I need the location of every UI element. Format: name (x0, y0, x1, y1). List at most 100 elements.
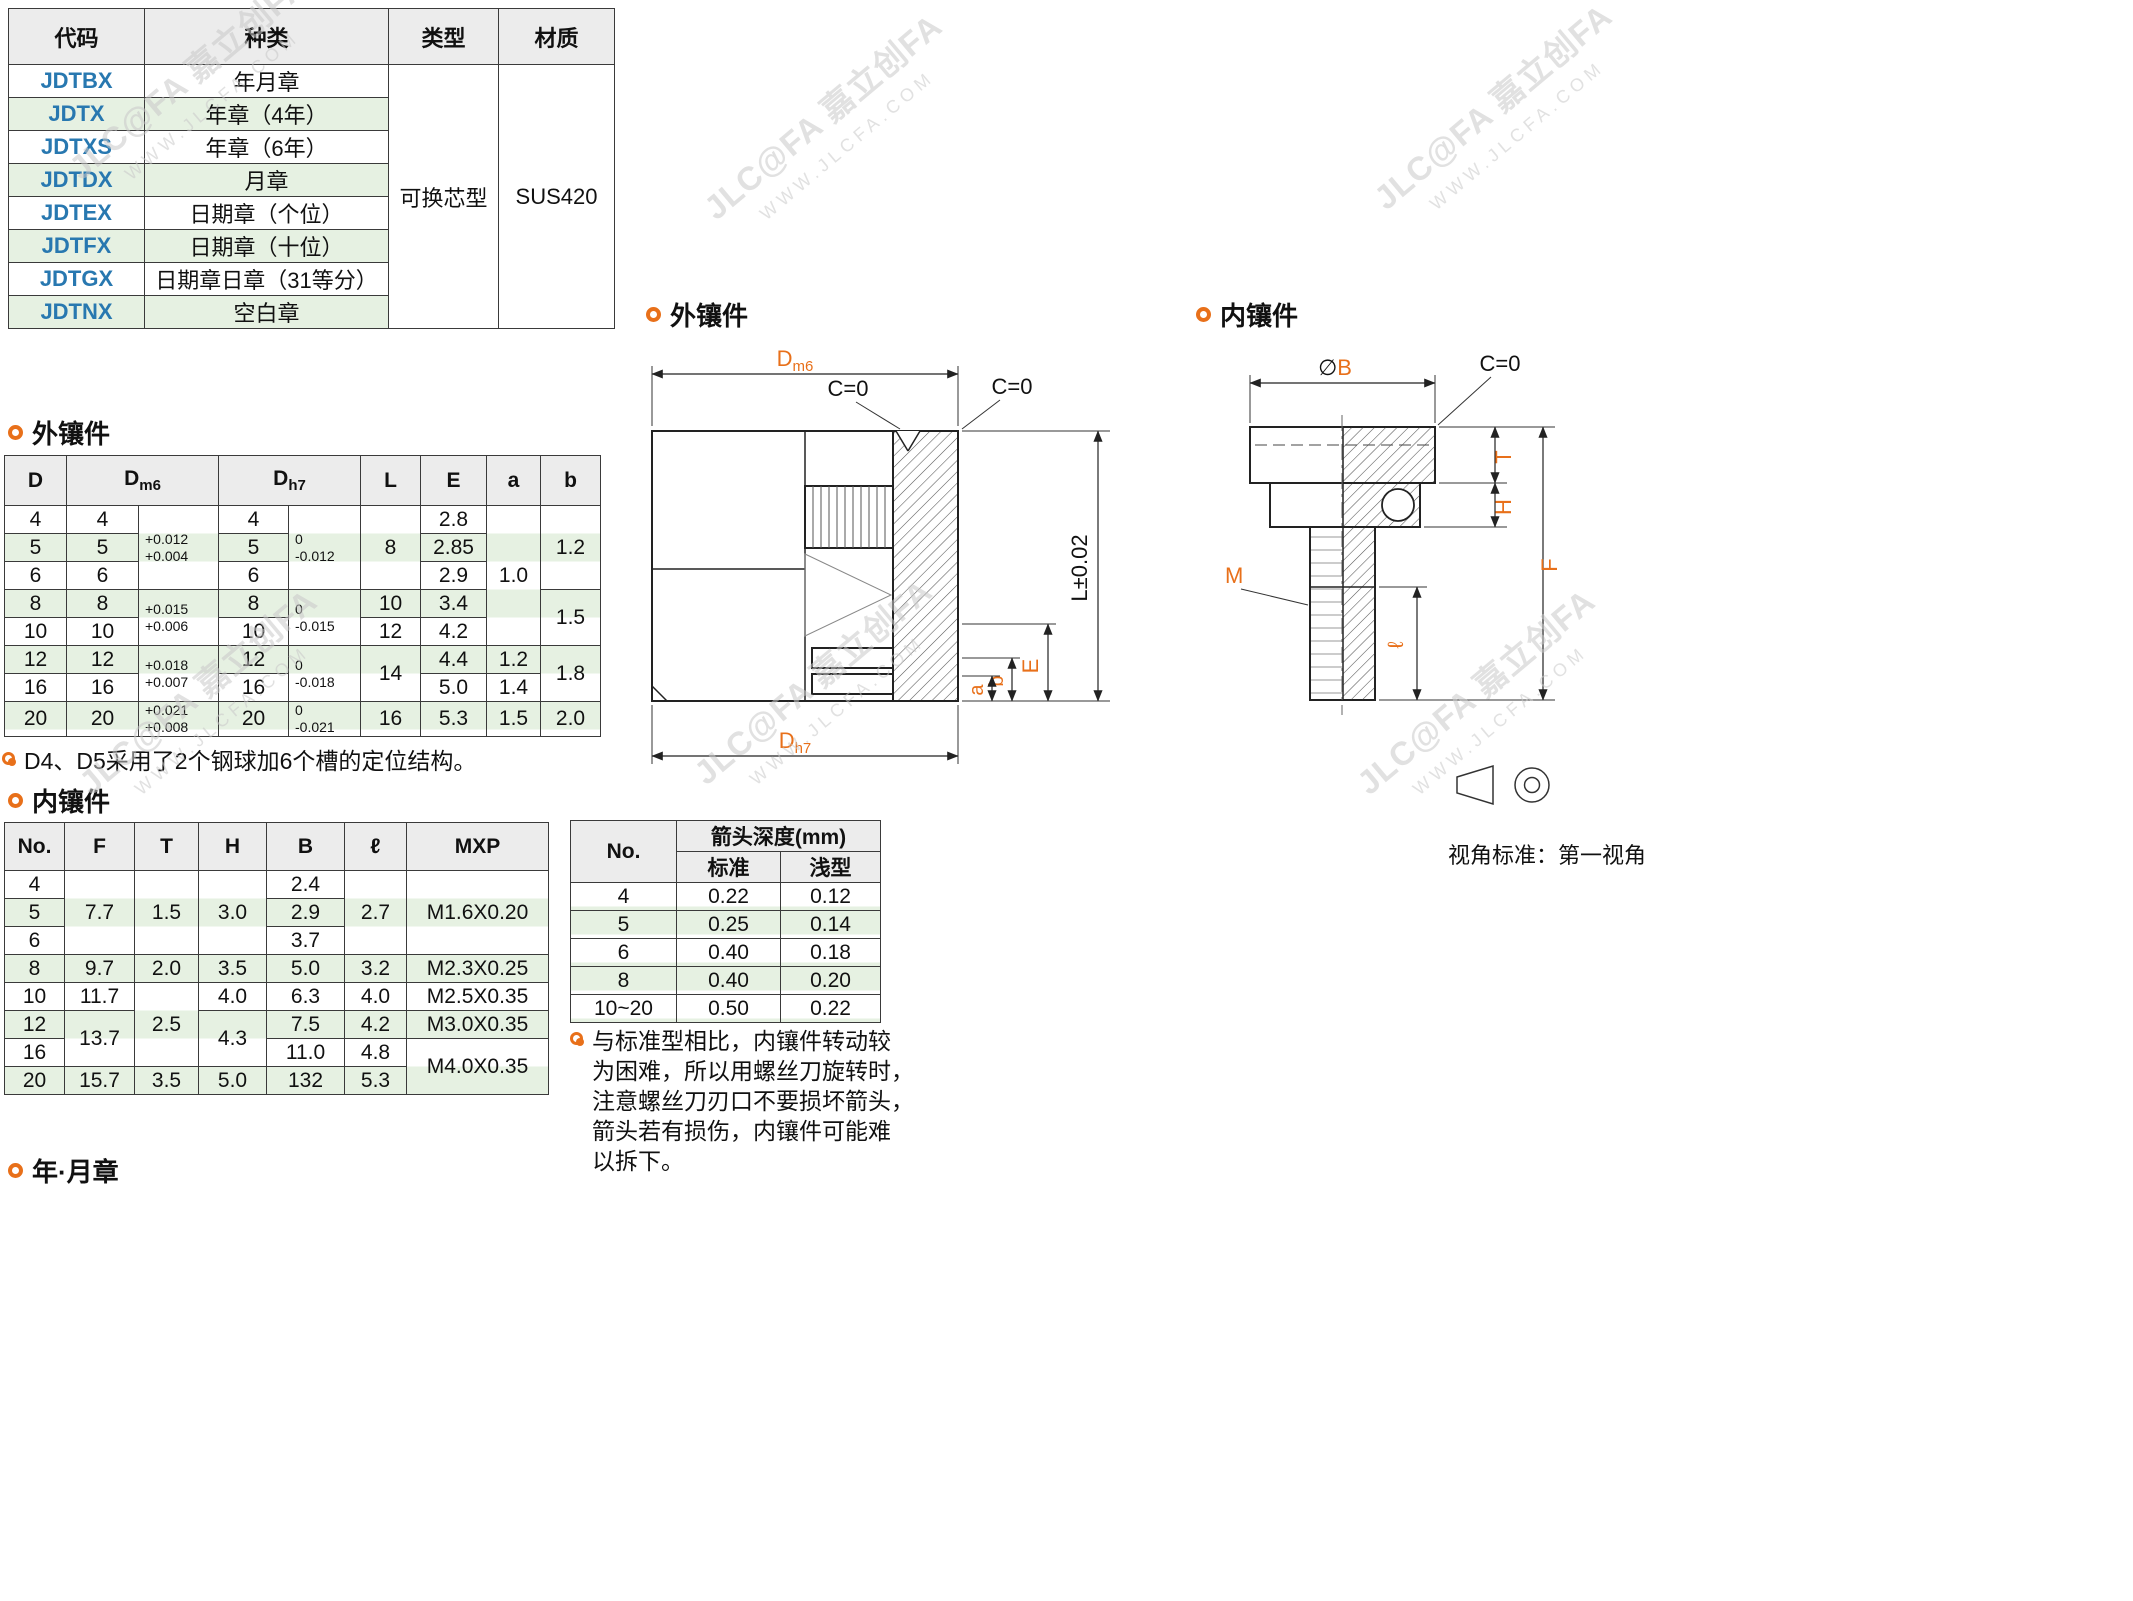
cell: 0.50 (676, 994, 781, 1023)
cell: 16 (218, 673, 289, 702)
cell: 8 (4, 589, 67, 618)
col-header-shallow: 浅型 (780, 851, 881, 883)
cell: 20 (4, 701, 67, 737)
cell: 3.5 (134, 1066, 199, 1095)
cell: 4.4 (420, 645, 487, 674)
drawing-title: 内镶件 (1220, 301, 1299, 331)
cell: 11.0 (266, 1038, 345, 1067)
svg-text:Dh7: Dh7 (779, 728, 812, 757)
cell: 5.0 (198, 1066, 267, 1095)
cell: 132 (266, 1066, 345, 1095)
svg-text:b: b (986, 675, 1008, 686)
ball-detent (1381, 488, 1415, 522)
col-header-F: F (64, 822, 135, 871)
col-header-a: a (486, 455, 541, 506)
col-header-code: 代码 (8, 8, 145, 65)
cell: 12 (66, 645, 139, 674)
knurl-lines (812, 486, 886, 548)
cell: 3.2 (344, 954, 407, 983)
cell-kind: 年章（4年） (144, 97, 389, 131)
cell: 2.4 (266, 870, 345, 899)
cell: 16 (66, 673, 139, 702)
drawing-title: 外镶件 (670, 301, 749, 331)
cell-material: SUS420 (498, 64, 615, 329)
cell: 10 (66, 617, 139, 646)
cell: 0.25 (676, 910, 781, 939)
cell-kind: 日期章（个位） (144, 196, 389, 230)
cell: 8 (4, 954, 65, 983)
cell: 1.2 (486, 645, 541, 674)
cell: 1.0 (486, 505, 541, 646)
cell-kind: 日期章（十位） (144, 229, 389, 263)
svg-text:C=0: C=0 (1480, 351, 1521, 376)
cell: 16 (360, 701, 421, 737)
cell: 2.0 (540, 701, 601, 737)
cell: M3.0X0.35 (406, 1010, 549, 1039)
cell-code: JDTDX (8, 163, 145, 197)
svg-text:Dm6: Dm6 (777, 346, 814, 375)
cell: 4.8 (344, 1038, 407, 1067)
cell: M4.0X0.35 (406, 1038, 549, 1095)
cell: 10 (4, 982, 65, 1011)
outer-insert-drawing: Dm6 C=0 C=0 L±0.02 E (651, 346, 1110, 764)
inner-insert-drawing: ∅B C=0 M T H (1225, 351, 1562, 806)
header-row: No. F T H B ℓ MXP (4, 822, 549, 871)
cell-type: 可换芯型 (388, 64, 499, 329)
cell: M2.5X0.35 (406, 982, 549, 1011)
cell: 2.85 (420, 533, 487, 562)
note-bullet-icon (570, 1032, 584, 1046)
cell-tolerance: 0-0.012 (288, 505, 361, 590)
section-title: 外镶件 (32, 419, 111, 449)
first-angle-cone-icon (1456, 764, 1494, 806)
cell: 4.0 (344, 982, 407, 1011)
col-header-no: No. (4, 822, 65, 871)
svg-text:E: E (1018, 659, 1043, 674)
section-header-year-month: 年·月章 (8, 1152, 119, 1189)
cell-code: JDTEX (8, 196, 145, 230)
cell: 0.40 (676, 966, 781, 995)
section-title: 年·月章 (32, 1157, 119, 1187)
cell-kind: 空白章 (144, 295, 389, 329)
inner-note: 与标准型相比，内镶件转动较 为困难，所以用螺丝刀旋转时， 注意螺丝刀刃口不要损坏… (570, 1026, 930, 1176)
svg-text:F: F (1537, 558, 1562, 571)
cell: 8 (66, 589, 139, 618)
note-text: 与标准型相比，内镶件转动较 为困难，所以用螺丝刀旋转时， 注意螺丝刀刃口不要损坏… (592, 1028, 914, 1174)
cell: 16 (4, 1038, 65, 1067)
svg-text:C=0: C=0 (828, 376, 869, 401)
view-standard-note: 视角标准：第一视角 (1448, 843, 1647, 868)
cell-kind: 日期章日章（31等分） (144, 262, 389, 296)
section-bullet-icon (646, 307, 661, 322)
cell: 8 (218, 589, 289, 618)
cell: 13.7 (64, 1010, 135, 1067)
cell: M2.3X0.25 (406, 954, 549, 983)
col-header-Dh7: Dh7 (218, 455, 361, 506)
cell-tolerance: +0.012+0.004 (138, 505, 219, 590)
cell: 14 (360, 645, 421, 702)
cell: 3.7 (266, 926, 345, 955)
cell-kind: 月章 (144, 163, 389, 197)
header-row: D Dm6 Dh7 L E a b (4, 455, 601, 506)
cell: 8 (360, 505, 421, 590)
cell: 9.7 (64, 954, 135, 983)
cell: 12 (218, 645, 289, 674)
cell-tolerance: +0.021+0.008 (138, 701, 219, 737)
col-header-H: H (198, 822, 267, 871)
col-header-L: L (360, 455, 421, 506)
section-header-inner: 内镶件 (8, 782, 110, 819)
thread-lines (1311, 536, 1342, 694)
cell: 5 (218, 533, 289, 562)
